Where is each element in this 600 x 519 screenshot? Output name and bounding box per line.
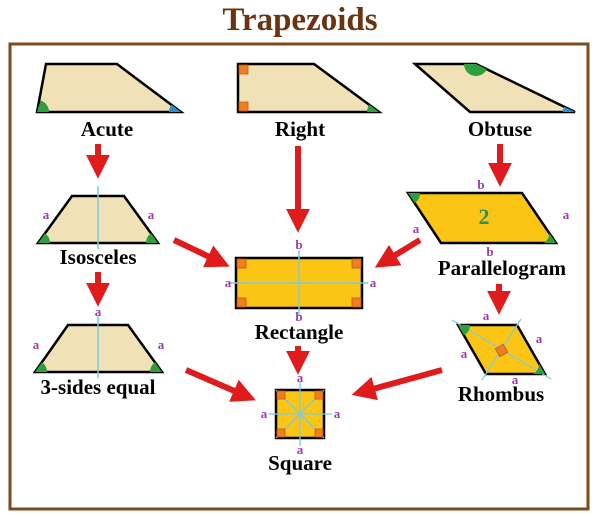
rhombus-label: Rhombus xyxy=(458,382,544,406)
side-label: a xyxy=(95,304,102,319)
acute-angle-icon xyxy=(533,363,545,374)
side-label: b xyxy=(295,237,302,252)
isosceles-trapezoid-shape xyxy=(35,186,161,249)
rectangle-label: Rectangle xyxy=(255,320,344,344)
side-label: a xyxy=(536,331,543,346)
side-label: a xyxy=(563,207,570,222)
acute-angle-icon xyxy=(408,193,421,203)
side-label: b xyxy=(477,177,484,192)
right-angle-icon xyxy=(314,390,324,400)
acute-angle-icon xyxy=(544,233,556,243)
acute-trapezoid-shape xyxy=(35,62,185,114)
side-label: a xyxy=(148,207,155,222)
side-label: a xyxy=(370,275,377,290)
side-label: b xyxy=(486,244,493,259)
right-angle-icon xyxy=(276,428,286,438)
arrow xyxy=(351,367,443,401)
rectangle-shape xyxy=(230,250,368,316)
side-label: a xyxy=(334,406,341,421)
side-label: a xyxy=(261,406,268,421)
acute-angle-icon xyxy=(367,104,379,112)
acute-angle-icon xyxy=(563,106,575,112)
right-angle-icon xyxy=(236,258,247,269)
rhombus-shape xyxy=(451,318,552,381)
obtuse-trapezoid-shape xyxy=(411,62,576,114)
side-label: b xyxy=(295,309,302,324)
parallelogram-shape xyxy=(405,191,559,245)
isosceles-label: Isosceles xyxy=(60,245,137,269)
acute-angle-icon xyxy=(150,362,162,372)
square-label: Square xyxy=(268,451,332,475)
arrow xyxy=(374,237,422,268)
right-angle-icon xyxy=(238,101,249,112)
acute-angle-icon xyxy=(458,325,470,336)
acute-label: Acute xyxy=(81,117,133,141)
right-label: Right xyxy=(275,117,325,141)
acute-angle-icon xyxy=(37,100,50,112)
side-label: a xyxy=(413,221,420,236)
acute-angle-icon xyxy=(35,362,47,372)
square-shape xyxy=(268,382,332,446)
right-angle-icon xyxy=(276,390,286,400)
obtuse-label: Obtuse xyxy=(468,117,532,141)
right-angle-icon xyxy=(494,343,509,358)
side-label: a xyxy=(158,337,165,352)
parallelogram-label: Parallelogram xyxy=(438,256,567,280)
side-label: a xyxy=(483,308,490,323)
acute-angle-icon xyxy=(169,104,181,112)
obtuse-angle-icon xyxy=(464,64,487,76)
three-sides-equal-trapezoid-shape xyxy=(32,316,165,378)
side-label: a xyxy=(297,370,304,385)
side-label: a xyxy=(43,207,50,222)
right-angle-icon xyxy=(351,297,362,308)
side-label: a xyxy=(461,346,468,361)
right-angle-icon xyxy=(351,258,362,269)
right-angle-icon xyxy=(236,297,247,308)
side-label: a xyxy=(33,337,40,352)
three-sides-equal-label: 3-sides equal xyxy=(41,375,156,399)
side-label: a xyxy=(225,275,232,290)
parallelogram-number: 2 xyxy=(479,204,490,229)
right-angle-icon xyxy=(314,428,324,438)
diagram-frame xyxy=(8,42,590,511)
side-label: a xyxy=(512,372,519,387)
acute-angle-icon xyxy=(146,233,158,243)
right-trapezoid-shape xyxy=(236,62,383,114)
right-angle-icon xyxy=(238,64,249,75)
arrow xyxy=(184,367,256,402)
arrow xyxy=(172,237,230,268)
side-label: a xyxy=(297,442,304,457)
acute-angle-icon xyxy=(38,233,50,243)
page-title: Trapezoids xyxy=(222,2,378,38)
